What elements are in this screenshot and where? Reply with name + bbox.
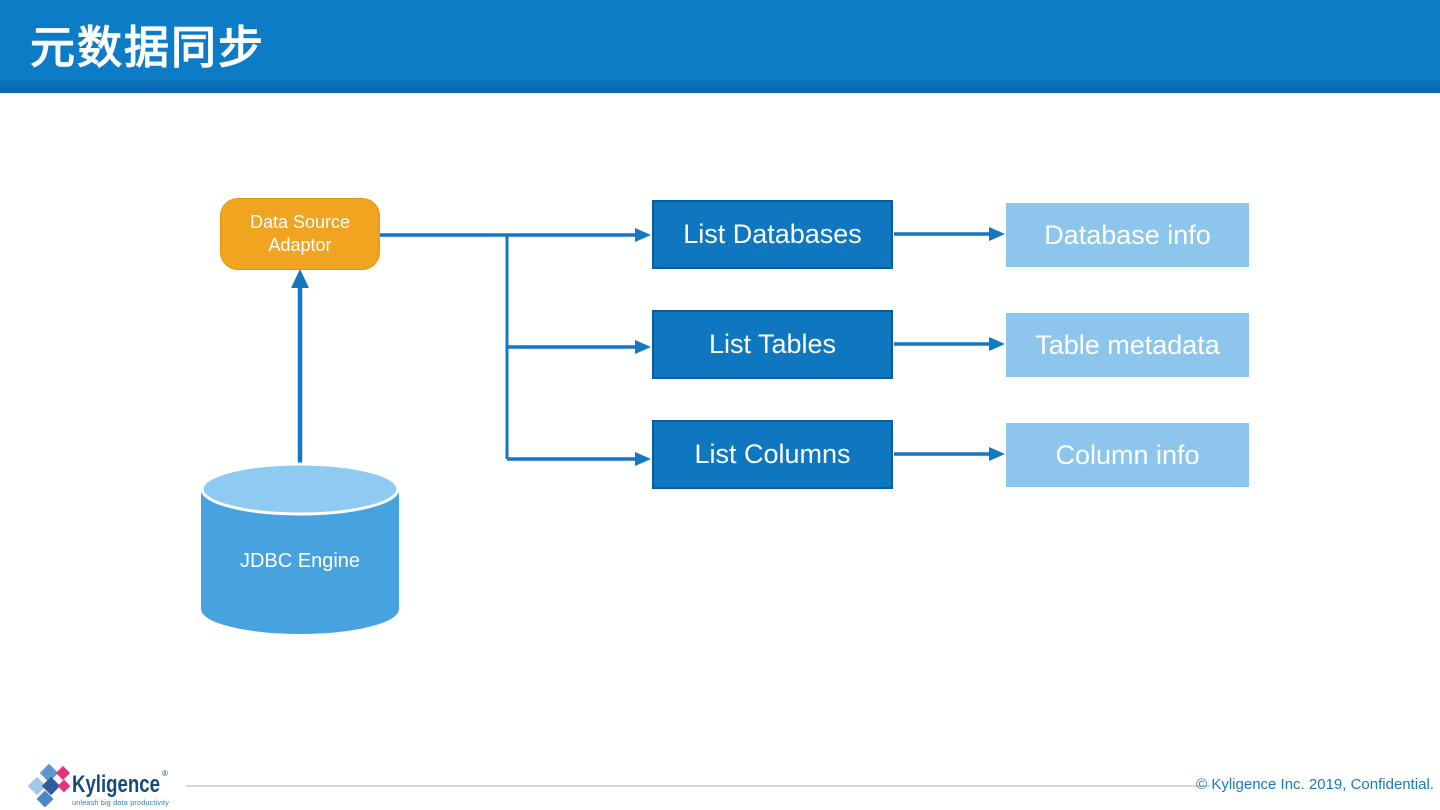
node-list-tables: List Tables xyxy=(652,310,893,379)
jdbc-engine-label: JDBC Engine xyxy=(240,550,360,572)
adaptor-label-line1: Data Source xyxy=(249,211,351,232)
adaptor-label-line2: Adaptor xyxy=(268,235,332,255)
node-label: Table metadata xyxy=(1035,329,1220,360)
node-label: List Columns xyxy=(694,439,851,469)
node-label: List Databases xyxy=(683,219,862,249)
node-table-metadata: Table metadata xyxy=(1006,313,1249,377)
cylinder-top xyxy=(200,462,400,516)
node-list-columns: List Columns xyxy=(652,420,893,489)
node-database-info: Database info xyxy=(1006,203,1249,267)
copyright-text: © Kyligence Inc. 2019, Confidential. xyxy=(1196,776,1434,793)
footer-divider xyxy=(186,785,1210,787)
kyligence-logo-mark-icon xyxy=(28,763,71,808)
arrowheads xyxy=(291,227,1005,466)
node-label: List Tables xyxy=(708,329,837,359)
kyligence-logo: Kyligence ® unleash big data productivit… xyxy=(28,763,169,808)
node-label: Database info xyxy=(1044,219,1211,250)
data-source-adaptor-node: Data Source Adaptor xyxy=(220,198,380,270)
page-title: 元数据同步 xyxy=(30,22,266,73)
slide-header: 元数据同步 xyxy=(0,0,1440,93)
node-column-info: Column info xyxy=(1006,423,1249,487)
kyligence-tagline: unleash big data productivity xyxy=(72,798,169,807)
node-list-databases: List Databases xyxy=(652,200,893,269)
jdbc-engine-node: JDBC Engine xyxy=(200,462,400,634)
node-label: Column info xyxy=(1055,439,1200,470)
kyligence-wordmark: Kyligence xyxy=(72,771,160,798)
registered-trademark: ® xyxy=(162,769,168,778)
